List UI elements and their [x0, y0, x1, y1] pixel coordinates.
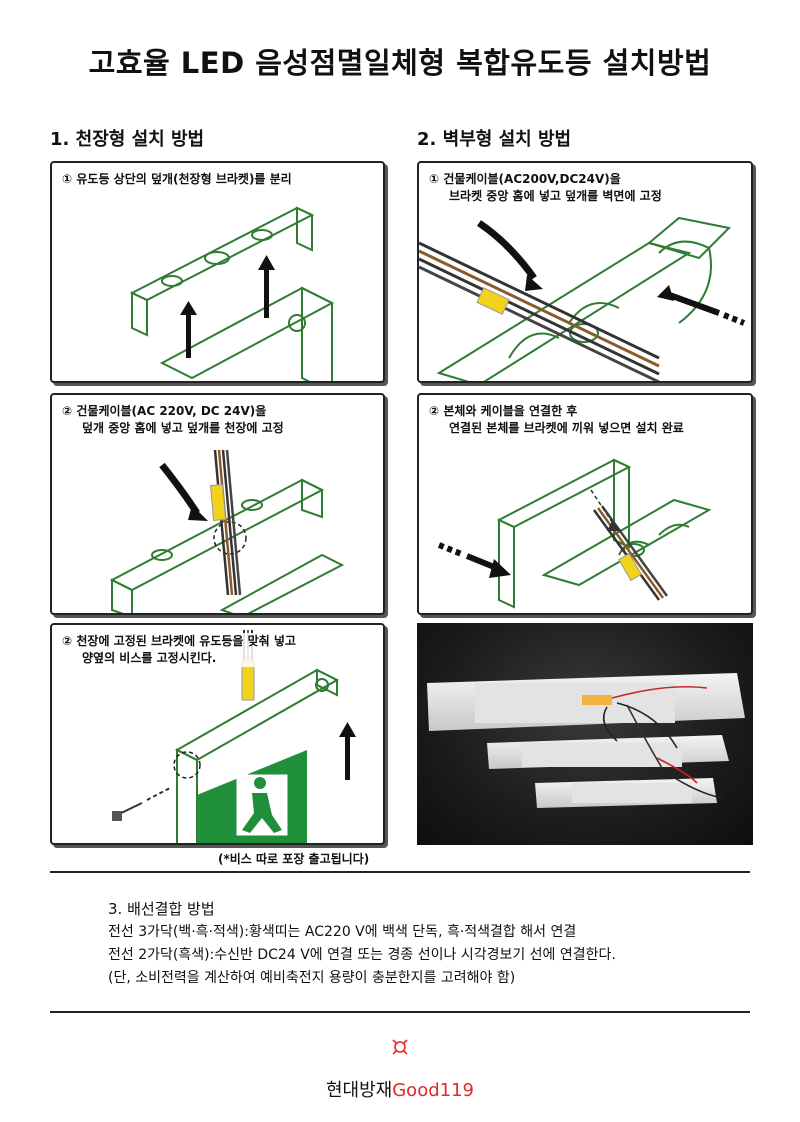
- ceiling-step3-panel: ② 천장에 고정된 브라켓에 유도등을 맞춰 넣고 양옆의 비스를 고정시킨다.: [50, 623, 385, 845]
- ceiling-step2-panel: ② 건물케이블(AC 220V, DC 24V)을 덮개 중앙 홈에 넣고 덮개…: [50, 393, 385, 615]
- wall-step1-panel: ① 건물케이블(AC200V,DC24V)을 브라켓 중앙 홈에 넣고 덮개를 …: [417, 161, 753, 383]
- wiring-line: 전선 2가닥(흑색):수신반 DC24 V에 연결 또는 경종 선이나 시각경보…: [108, 947, 616, 963]
- page-title: 고효율 LED 음성점멸일체형 복합유도등 설치방법: [88, 46, 712, 80]
- brand-logo-icon: [392, 1039, 408, 1055]
- step-text-line2: 양옆의 비스를 고정시킨다.: [82, 651, 217, 665]
- divider-top: [50, 871, 750, 873]
- step-number: ①: [62, 172, 73, 186]
- ceiling-cable-insert-illustration: [109, 449, 345, 613]
- brand-main: 현대방재: [325, 1080, 393, 1101]
- product-photo: [417, 623, 753, 845]
- ceiling-fixture-mount-illustration: [112, 630, 356, 843]
- wiring-line: (단, 소비전력을 계산하여 예비축전지 용량이 충분한지를 고려해야 함): [108, 970, 516, 986]
- step-number: ②: [62, 634, 73, 648]
- step-number: ②: [429, 404, 440, 418]
- ceiling-bracket-detach-illustration: [129, 206, 335, 381]
- step-text-line1: 건물케이블(AC200V,DC24V)을: [443, 172, 621, 186]
- step-number: ①: [429, 172, 440, 186]
- step-caption: ① 유도등 상단의 덮개(천장형 브라켓)를 분리: [62, 171, 292, 188]
- section2-heading: 2. 벽부형 설치 방법: [417, 129, 572, 150]
- section1-heading: 1. 천장형 설치 방법: [50, 129, 205, 150]
- step-text-line1: 건물케이블(AC 220V, DC 24V)을: [76, 404, 267, 418]
- step-text-line1: 본체와 케이블을 연결한 후: [443, 404, 578, 418]
- section3-heading: 3. 배선결합 방법: [108, 900, 215, 918]
- ceiling-step1-panel: ① 유도등 상단의 덮개(천장형 브라켓)를 분리: [50, 161, 385, 383]
- step-caption: ② 본체와 케이블을 연결한 후 연결된 본체를 브라켓에 끼워 넣으면 설치 …: [429, 403, 684, 437]
- step-number: ②: [62, 404, 73, 418]
- step-text-line2: 연결된 본체를 브라켓에 끼워 넣으면 설치 완료: [449, 421, 684, 435]
- divider-bottom: [50, 1011, 750, 1013]
- wiring-section: 3. 배선결합 방법 전선 3가닥(백·흑·적색):황색띠는 AC220 V에 …: [108, 898, 616, 990]
- wall-bracket-illustration: [419, 216, 746, 381]
- wall-body-connect-illustration: [437, 458, 712, 609]
- step-caption: ① 건물케이블(AC200V,DC24V)을 브라켓 중앙 홈에 넣고 덮개를 …: [429, 171, 662, 205]
- step-caption: ② 건물케이블(AC 220V, DC 24V)을 덮개 중앙 홈에 넣고 덮개…: [62, 403, 284, 437]
- wall-step2-panel: ② 본체와 케이블을 연결한 후 연결된 본체를 브라켓에 끼워 넣으면 설치 …: [417, 393, 753, 615]
- step-caption: ② 천장에 고정된 브라켓에 유도등을 맞춰 넣고 양옆의 비스를 고정시킨다.: [62, 633, 296, 667]
- step-text-line2: 덮개 중앙 홈에 넣고 덮개를 천장에 고정: [82, 421, 284, 435]
- product-photo-drawing: [427, 673, 745, 808]
- screw-packaging-note: (*비스 따로 포장 출고됩니다): [218, 852, 370, 866]
- step-text-line1: 천장에 고정된 브라켓에 유도등을 맞춰 넣고: [76, 634, 296, 648]
- wiring-line: 전선 3가닥(백·흑·적색):황색띠는 AC220 V에 백색 단독, 흑·적색…: [108, 924, 577, 940]
- step-text-line2: 브라켓 중앙 홈에 넣고 덮개를 벽면에 고정: [449, 189, 662, 203]
- brand-accent: Good119: [392, 1080, 474, 1101]
- brand-name: 현대방재Good119: [0, 1076, 800, 1102]
- step-text-line1: 유도등 상단의 덮개(천장형 브라켓)를 분리: [76, 172, 292, 186]
